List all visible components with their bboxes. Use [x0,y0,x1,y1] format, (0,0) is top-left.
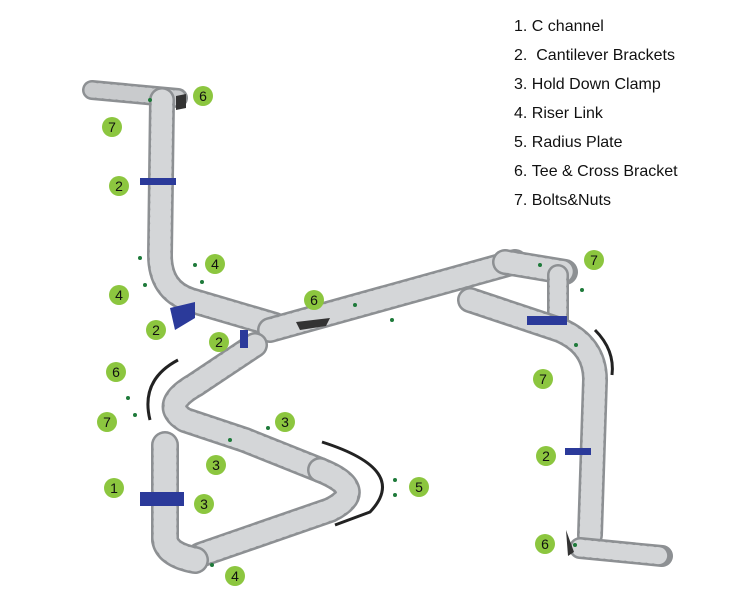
legend-item-riser-link: 4. Riser Link [514,105,603,122]
svg-text:5: 5 [415,479,423,495]
callout-badge: 7 [584,250,604,270]
svg-text:2: 2 [152,322,160,338]
svg-text:7: 7 [108,119,116,135]
radius-plate-right-bend [593,328,614,376]
callout-badge: 5 [409,477,429,497]
cantilever-bracket-mid-left [170,302,195,330]
svg-text:1: 1 [110,480,118,496]
callout-badge: 6 [106,362,126,382]
cable-tray-ladder-sections [82,80,673,574]
callout-badges: 6 7 2 4 4 2 6 7 [97,86,604,586]
tee-cross-brackets [176,94,574,556]
tee-bracket-bottom [566,530,574,556]
callout-badge: 3 [194,494,214,514]
svg-text:6: 6 [310,292,318,308]
callout-badge: 6 [193,86,213,106]
svg-text:3: 3 [281,414,289,430]
callout-badge: 7 [102,117,122,137]
svg-text:3: 3 [212,457,220,473]
bolts-and-nuts [126,98,584,567]
legend-item-radius-plate: 5. Radius Plate [514,134,623,151]
callout-badge: 1 [104,478,124,498]
svg-text:2: 2 [215,334,223,350]
callout-badge: 2 [109,176,129,196]
svg-text:4: 4 [115,287,123,303]
svg-text:7: 7 [590,252,598,268]
callout-badge: 2 [146,320,166,340]
callout-badge: 6 [535,534,555,554]
callout-badge: 3 [275,412,295,432]
callout-badge: 2 [209,332,229,352]
svg-text:2: 2 [542,448,550,464]
radius-plates [146,328,614,527]
svg-text:6: 6 [199,88,207,104]
legend-item-c-channel: 1. C channel [514,18,604,35]
brackets [140,178,591,506]
tee-bracket-top [176,94,186,110]
legend-item-tee-cross-bracket: 6. Tee & Cross Bracket [514,163,678,180]
svg-text:7: 7 [103,414,111,430]
svg-text:2: 2 [115,178,123,194]
svg-text:3: 3 [200,496,208,512]
svg-text:6: 6 [112,364,120,380]
svg-text:4: 4 [231,568,239,584]
callout-badge: 3 [206,455,226,475]
cantilever-bracket-upper-left [140,178,176,185]
radius-plate-left-bend [146,358,179,421]
callout-badge: 4 [225,566,245,586]
svg-text:6: 6 [541,536,549,552]
c-channel [140,492,184,506]
callout-badge: 4 [109,285,129,305]
legend-item-bolts-nuts: 7. Bolts&Nuts [514,192,611,209]
svg-text:4: 4 [211,256,219,272]
radius-plate-s-curve [321,440,384,527]
legend-item-hold-down-clamp: 3. Hold Down Clamp [514,76,661,93]
svg-text:7: 7 [539,371,547,387]
callout-badge: 7 [533,369,553,389]
component-legend: 1. C channel 2. Cantilever Brackets 3. H… [514,12,678,215]
cantilever-bracket-riser [240,330,248,348]
legend-item-cantilever-brackets: 2. Cantilever Brackets [514,47,675,64]
tee-bracket-main [296,318,330,330]
callout-badge: 7 [97,412,117,432]
callout-badge: 4 [205,254,225,274]
cantilever-bracket-lower-right [565,448,591,455]
callout-badge: 2 [536,446,556,466]
cantilever-bracket-right [527,316,567,325]
callout-badge: 6 [304,290,324,310]
